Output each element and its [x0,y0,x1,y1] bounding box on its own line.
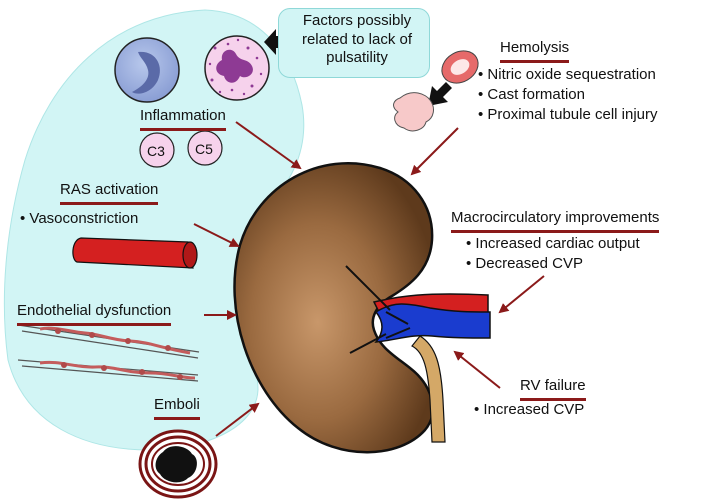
macro-bullet-2: Decreased CVP [466,255,583,273]
hemolysis-bullet-1: Nitric oxide sequestration [478,66,655,84]
factors-box-text: Factors possibly related to lack of puls… [301,12,413,66]
hemolysis-title: Hemolysis [500,39,570,63]
ureter [411,335,446,443]
rv-arrow [453,350,501,389]
factors-pointer-arrow [264,29,286,55]
hemolysis-bullet-3: Proximal tubule cell injury [478,106,657,124]
lysed-cell-icon [393,92,434,132]
ras-title: RAS activation [60,181,159,205]
ras-bullet-1: Vasoconstriction [20,210,138,228]
hilum-lines [345,265,411,354]
hemolysis-pointer-arrow [428,82,452,106]
c5-circle [187,130,223,166]
c3-circle [139,132,175,168]
c3-label: C3 [147,143,165,159]
lymphocyte-cell-icon [114,37,180,103]
emboli-icon [138,429,218,499]
endothelium-icon [17,324,200,382]
red-blood-cell-icon [441,50,479,84]
macro-bullet-1: Increased cardiac output [466,235,639,253]
emboli-arrow [215,402,260,437]
hemolysis-arrow [410,127,459,176]
macro-arrow [498,275,545,314]
inflammation-title: Inflammation [140,107,226,131]
vessel-icon [72,237,198,269]
macro-title: Macrocirculatory improvements [451,209,660,233]
ras-arrow [193,223,240,247]
neutrophil-cell-icon [204,35,270,101]
rv-title: RV failure [520,377,586,401]
c5-label: C5 [195,141,213,157]
endothelial-title: Endothelial dysfunction [17,302,172,326]
factors-box [278,8,430,78]
inflammation-arrow [235,121,302,170]
hemolysis-bullet-2: Cast formation [478,86,585,104]
emboli-title: Emboli [154,396,200,420]
renal-vein [374,303,491,343]
rv-bullet-1: Increased CVP [474,401,584,419]
